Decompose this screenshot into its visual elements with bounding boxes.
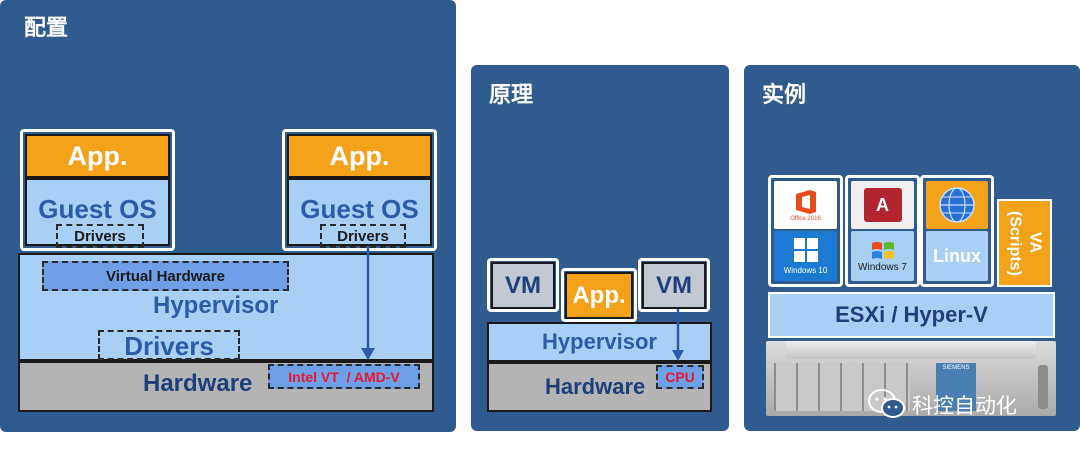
vm1-app: App. [25,134,170,178]
principle-title: 原理 [489,82,534,107]
windows10-label: Windows 10 [783,266,828,275]
windows7-tile: Windows 7 [851,231,914,281]
access-tile: A [851,181,914,229]
principle-app-label: App. [572,281,626,309]
cpu-extensions: Intel VT / AMD-V [268,364,420,389]
linux-tile: Linux [926,231,988,281]
vm1-app-label: App. [67,140,128,171]
va-scripts-label: VA (Scripts) [1006,210,1044,276]
virtual-hardware-label: Virtual Hardware [106,267,225,285]
principle-app: App. [565,272,633,319]
principle-cpu: CPU [656,365,704,389]
access-letter: A [876,194,889,215]
hardware-label: Hardware [143,370,253,397]
server-rack: SIEMENS [766,341,1056,416]
windows7-icon [871,241,894,259]
windows10-icon [793,238,818,262]
rack-panel: SIEMENS [936,363,976,411]
vm-group-1 [768,175,843,287]
vm2-drivers-label: Drivers [337,227,389,245]
esxi-label: ESXi / Hyper-V [835,302,988,327]
cpu-extensions-label: Intel VT / AMD-V [288,368,400,385]
vm2-drivers: Drivers [320,224,406,248]
principle-app-frame [561,268,637,322]
wechat-icon [868,389,905,418]
server-brand: SIEMENS [942,365,970,371]
windows10-tile: Windows 10 [774,231,837,281]
principle-vm2-frame [638,258,710,312]
virtual-hardware: Virtual Hardware [42,261,289,291]
vm-group-2 [845,175,920,287]
office-tile: Office 2016 [774,181,837,229]
linux-label: Linux [933,245,981,266]
office-label: Office 2016 [790,216,821,222]
principle-panel: 原理 VM App. VM Hypervisor Hardware CPU [471,65,729,431]
vm2-guest-os: Guest OS [287,178,432,246]
office-icon [795,190,816,214]
rack-handle [1038,365,1048,409]
principle-hypervisor: Hypervisor [487,322,712,362]
principle-vm1: VM [491,262,555,309]
vm1-drivers: Drivers [56,224,144,248]
vm1-guest-os-label: Guest OS [38,194,157,224]
config-panel: 配置 App. Guest OS Drivers App. Guest OS D… [0,0,456,432]
config-title: 配置 [24,15,69,40]
va-scripts: VA (Scripts) [997,199,1052,287]
hypervisor-label: Hypervisor [153,292,279,319]
globe-tile [926,181,988,229]
vm-group-3 [920,175,994,287]
vm2-frame [282,129,437,251]
principle-vm2: VM [642,262,706,309]
principle-cpu-label: CPU [665,369,695,385]
windows7-label: Windows 7 [858,261,907,273]
vm2-app-label: App. [329,140,390,171]
vm1-drivers-label: Drivers [74,227,126,245]
esxi-layer: ESXi / Hyper-V [768,292,1055,338]
principle-hypervisor-label: Hypervisor [542,329,657,354]
vm1-guest-os: Guest OS [25,178,170,246]
principle-vm1-frame [487,258,559,312]
access-icon: A [863,188,902,222]
vm2-guest-os-label: Guest OS [300,194,419,224]
watermark: 科控自动化 [912,395,1017,418]
globe-icon [939,187,975,223]
host-drivers-label: Drivers [124,331,214,360]
principle-vm1-label: VM [505,271,541,299]
principle-hardware-label: Hardware [545,374,646,399]
example-panel: 实例 Office 2016 A Windo [744,65,1080,431]
example-title: 实例 [762,82,807,107]
rack-top-edge [786,341,1036,359]
vm1-frame [20,129,175,251]
principle-vm2-label: VM [656,271,692,299]
host-drivers: Drivers [98,330,240,360]
vm2-app: App. [287,134,432,178]
